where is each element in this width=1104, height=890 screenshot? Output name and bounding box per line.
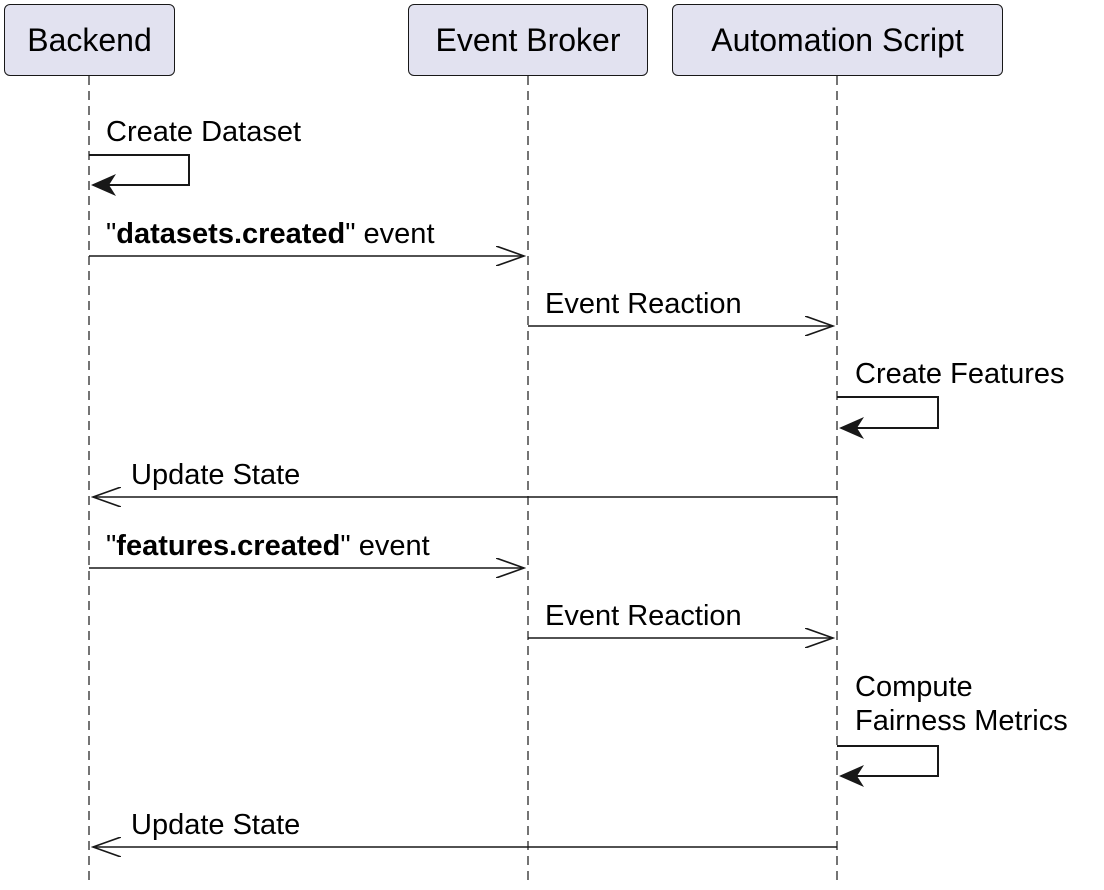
arrow-compute-fairness <box>837 745 939 777</box>
arrowhead-create-dataset <box>91 174 116 196</box>
message-label-create-features: Create Features <box>855 358 1065 390</box>
message-label-features-created: "features.created" event <box>106 529 430 563</box>
quote-suffix: " event <box>345 218 435 250</box>
quote-suffix: " event <box>340 530 430 562</box>
participant-automation-script: Automation Script <box>672 4 1003 76</box>
arrowhead-compute-fairness <box>839 765 864 787</box>
event-name: features.created <box>116 530 341 562</box>
participant-label: Automation Script <box>711 21 964 58</box>
arrow-create-features <box>837 396 939 429</box>
participant-label: Backend <box>27 21 152 58</box>
message-label-update-state-2: Update State <box>131 809 301 841</box>
arrowhead-create-features <box>839 417 864 439</box>
message-label-compute-line1: Compute <box>855 671 973 703</box>
message-label-datasets-created: "datasets.created" event <box>106 217 435 251</box>
participant-backend: Backend <box>4 4 175 76</box>
message-label-event-reaction-2: Event Reaction <box>545 600 742 632</box>
event-name: datasets.created <box>116 218 346 250</box>
participant-label: Event Broker <box>435 21 621 58</box>
message-label-event-reaction-1: Event Reaction <box>545 288 742 320</box>
message-label-compute-line2: Fairness Metrics <box>855 705 1068 737</box>
quote-open: " <box>106 218 117 250</box>
message-label-update-state-1: Update State <box>131 459 301 491</box>
quote-open: " <box>106 530 117 562</box>
message-label-create-dataset: Create Dataset <box>106 116 302 148</box>
participant-event-broker: Event Broker <box>408 4 648 76</box>
arrow-create-dataset <box>89 154 190 186</box>
